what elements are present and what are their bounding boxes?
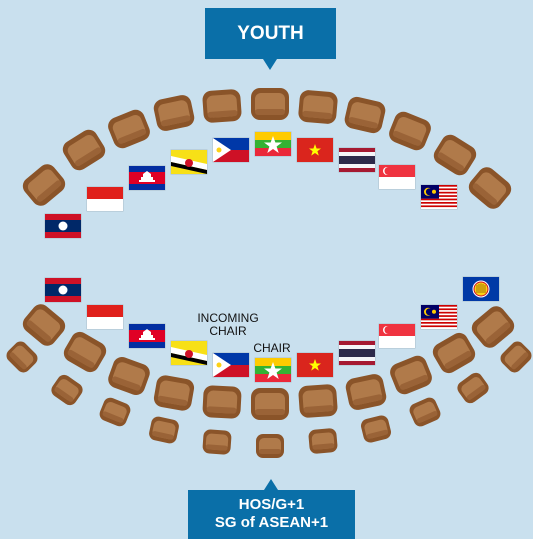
seat-back-row bbox=[48, 372, 86, 408]
seat-bottom bbox=[152, 373, 196, 413]
seat-back-row bbox=[3, 338, 41, 376]
brunei-flag-icon bbox=[171, 341, 207, 365]
seat-bottom bbox=[297, 383, 339, 419]
hos-label-line1: HOS/G+1 bbox=[238, 496, 305, 513]
seat-bottom bbox=[387, 353, 435, 397]
seat-back-row bbox=[256, 434, 284, 458]
seat-top bbox=[152, 93, 196, 133]
indonesia-flag-icon bbox=[87, 305, 123, 329]
philippines-flag-icon bbox=[213, 353, 249, 377]
seat-top bbox=[19, 160, 69, 210]
seat-bottom bbox=[344, 372, 388, 412]
seat-back-row bbox=[97, 395, 133, 429]
seat-top bbox=[59, 126, 109, 174]
laos-flag-icon bbox=[45, 278, 81, 302]
cambodia-flag-icon bbox=[129, 324, 165, 348]
thailand-flag-icon bbox=[339, 148, 375, 172]
youth-label: YOUTH bbox=[237, 23, 304, 44]
incoming-chair-annotation: INCOMING CHAIR bbox=[188, 312, 268, 338]
seat-back-row bbox=[454, 370, 492, 406]
incoming-chair-line1: INCOMING bbox=[197, 311, 259, 325]
malaysia-flag-icon bbox=[421, 305, 457, 329]
cambodia-flag-icon bbox=[129, 166, 165, 190]
seat-bottom bbox=[60, 328, 110, 376]
philippines-flag-icon bbox=[213, 138, 249, 162]
seat-back-row bbox=[359, 413, 393, 445]
seat-top bbox=[465, 163, 515, 213]
seat-top bbox=[251, 88, 289, 120]
vietnam-flag-icon bbox=[297, 138, 333, 162]
seat-back-row bbox=[308, 427, 338, 455]
seat-back-row bbox=[497, 338, 533, 376]
incoming-chair-line2: CHAIR bbox=[209, 324, 247, 338]
seat-back-row bbox=[147, 415, 181, 445]
chair-annotation: CHAIR bbox=[253, 341, 291, 355]
vietnam-flag-icon bbox=[297, 353, 333, 377]
brunei-flag-icon bbox=[171, 150, 207, 174]
youth-arrow-icon bbox=[263, 59, 277, 70]
seat-back-row bbox=[407, 395, 443, 429]
seat-top bbox=[430, 131, 480, 179]
indonesia-flag-icon bbox=[87, 187, 123, 211]
seat-bottom bbox=[468, 302, 518, 352]
singapore-flag-icon bbox=[379, 165, 415, 189]
seat-top bbox=[201, 88, 243, 124]
malaysia-flag-icon bbox=[421, 185, 457, 209]
hos-label-line2: SG of ASEAN+1 bbox=[214, 514, 329, 531]
seat-bottom bbox=[202, 385, 242, 419]
hos-label-box: HOS/G+1 SG of ASEAN+1 bbox=[188, 490, 355, 539]
laos-flag-icon bbox=[45, 214, 81, 238]
seat-bottom bbox=[251, 388, 289, 420]
myanmar-flag-icon bbox=[255, 132, 291, 156]
seat-bottom bbox=[105, 354, 153, 398]
singapore-flag-icon bbox=[379, 324, 415, 348]
seat-top bbox=[342, 95, 388, 135]
myanmar-flag-icon bbox=[255, 358, 291, 382]
youth-label-box: YOUTH bbox=[205, 8, 336, 59]
seat-top bbox=[386, 109, 434, 153]
seat-top bbox=[297, 89, 339, 125]
hos-arrow-icon bbox=[264, 479, 278, 490]
seat-bottom bbox=[429, 329, 479, 377]
seat-back-row bbox=[202, 429, 232, 455]
seat-bottom bbox=[19, 300, 69, 350]
thailand-flag-icon bbox=[339, 341, 375, 365]
seat-top bbox=[105, 107, 153, 151]
asean-flag-icon bbox=[463, 277, 499, 301]
